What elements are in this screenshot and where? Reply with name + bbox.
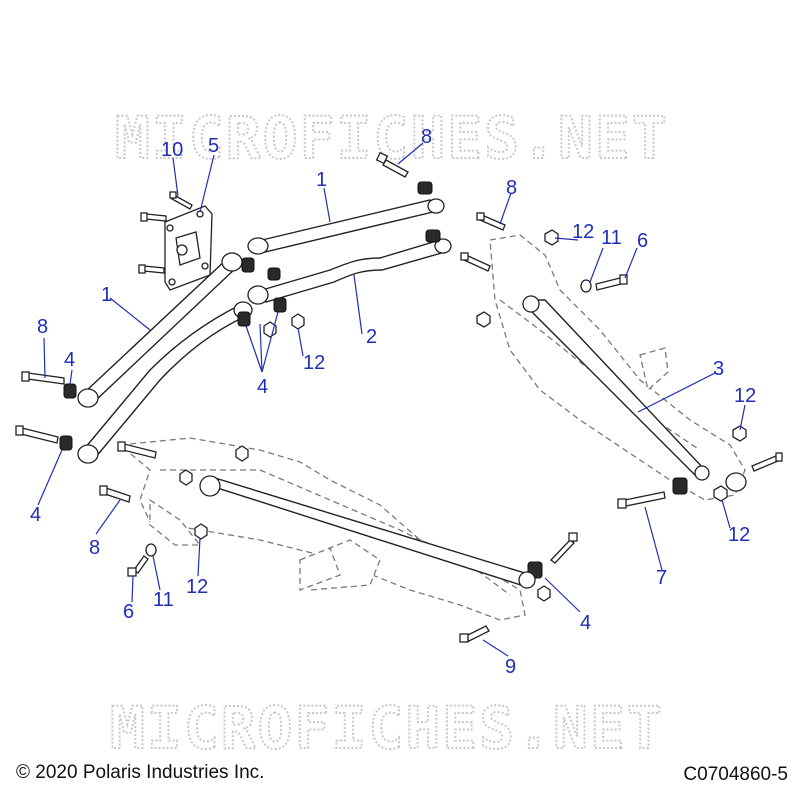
callout-8: 8 (37, 316, 48, 338)
callout-8: 8 (421, 126, 432, 148)
rod-bottom (199, 475, 536, 589)
callout-5: 5 (208, 135, 219, 157)
mount-bracket (164, 205, 213, 291)
callout-4: 4 (64, 349, 75, 371)
callout-4: 4 (580, 612, 591, 634)
callout-1: 1 (101, 284, 112, 306)
callout-4: 4 (30, 504, 41, 526)
watermark-bottom: MICROFICHES.NET (110, 694, 664, 762)
upper-arm-curved (247, 238, 452, 305)
leader-lines (37, 142, 746, 657)
nuts (179, 229, 747, 602)
callout-4: 4 (257, 376, 268, 398)
callout-10: 10 (161, 139, 183, 161)
copyright-notice: © 2020 Polaris Industries Inc. (16, 762, 265, 783)
callout-9: 9 (505, 656, 516, 678)
washers (145, 279, 592, 557)
callout-7: 7 (656, 567, 667, 589)
callout-11: 11 (153, 589, 174, 611)
callout-2: 2 (366, 326, 377, 348)
watermark-top: MICROFICHES.NET (115, 104, 669, 172)
callout-12: 12 (303, 352, 325, 374)
bolts (15, 151, 783, 643)
callout-labels: 10 5 8 1 8 12 11 6 1 2 8 4 12 4 3 12 4 1… (30, 126, 756, 678)
callout-6: 6 (123, 601, 134, 623)
callout-12: 12 (572, 221, 594, 243)
callout-8: 8 (506, 177, 517, 199)
callout-12: 12 (728, 524, 750, 546)
figure-code: C0704860-5 (683, 764, 788, 785)
bushings (59, 181, 688, 579)
callout-3: 3 (713, 358, 724, 380)
rod-right (522, 295, 747, 492)
frame-left (118, 437, 526, 621)
lower-arm-left-1 (77, 252, 243, 408)
callout-12: 12 (734, 385, 756, 407)
callout-6: 6 (637, 230, 648, 252)
upper-arm-top (247, 198, 445, 255)
frame-right (489, 234, 746, 501)
callout-12: 12 (186, 576, 208, 598)
callout-1: 1 (316, 169, 327, 191)
callout-11: 11 (601, 227, 622, 249)
callout-8: 8 (89, 537, 100, 559)
